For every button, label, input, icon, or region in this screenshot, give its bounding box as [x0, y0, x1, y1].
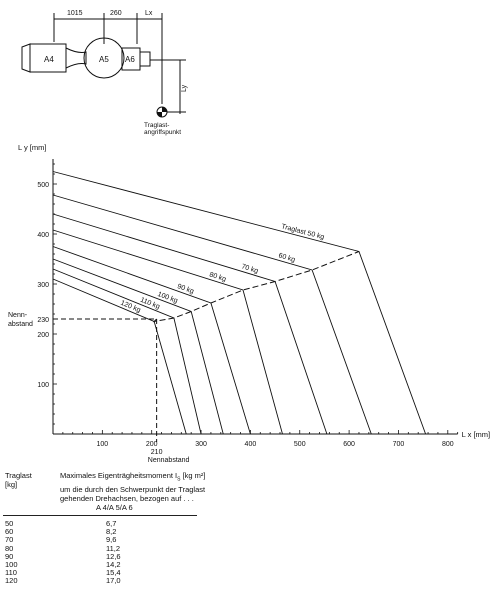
- nominal-y-label: 230: [37, 317, 49, 324]
- header-moment-line-4: A 4/A 5/A 6: [96, 502, 133, 512]
- header-moment-line-2: um die durch den Schwerpunkt der Traglas…: [60, 484, 206, 494]
- dim-ly: Ly: [181, 84, 188, 92]
- row-moment: 14,2: [106, 560, 121, 569]
- x-tick-label: 100: [97, 441, 109, 448]
- row-moment: 11,2: [106, 543, 121, 553]
- nominal-x-label: 210: [151, 449, 163, 456]
- y-tick-label: 300: [37, 282, 49, 289]
- load-curve-2: [52, 213, 328, 435]
- row-load: 50: [5, 519, 14, 528]
- y-tick-label: 500: [37, 182, 49, 189]
- y-tick-label: 200: [37, 332, 49, 339]
- nominal-y-caption-2: abstand: [8, 321, 33, 328]
- load-curve-6: [52, 268, 202, 435]
- header-moment-unit: [kg m²]: [180, 471, 206, 480]
- y-tick-label: 400: [37, 232, 49, 239]
- header-moment-sub: S: [177, 476, 181, 483]
- y-axis-label: L y [mm]: [18, 143, 46, 152]
- header-moment-line-3: gehenden Drehachsen, bezogen auf . . .: [60, 493, 194, 503]
- row-load: 60: [5, 527, 14, 537]
- load-curve-label-1: 60 kg: [278, 252, 296, 264]
- dim-lx: Lx: [145, 10, 153, 17]
- nominal-x-caption: Nennabstand: [148, 457, 190, 464]
- label-a5: A5: [99, 55, 109, 64]
- dim-a5: 260: [110, 10, 122, 17]
- load-curve-label-3: 80 kg: [208, 271, 227, 283]
- row-moment: 8,2: [106, 527, 117, 537]
- wrist-sketch: 1015 260 Lx A4 A5 A6 Ly Traglast- angrif…: [21, 10, 188, 136]
- x-tick-label: 400: [245, 441, 257, 448]
- header-moment-title: Maximales Eigenträgheitsmoment I: [60, 471, 178, 480]
- x-tick-label: 200: [146, 441, 158, 448]
- row-load: 100: [5, 560, 18, 569]
- caption-load-point-2: angriffspunkt: [144, 129, 181, 136]
- load-curve-1: [52, 194, 372, 435]
- row-load: 110: [5, 568, 17, 578]
- caption-load-point-1: Traglast-: [144, 122, 169, 129]
- label-a4: A4: [44, 55, 54, 64]
- load-curve-4: [52, 246, 251, 435]
- row-load: 70: [5, 535, 14, 545]
- load-curve-label-7: 120 kg: [119, 300, 141, 315]
- load-curve-5: [52, 258, 224, 435]
- load-curve-label-2: 70 kg: [240, 263, 259, 275]
- label-a6: A6: [125, 55, 135, 64]
- y-tick-label: 100: [37, 382, 49, 389]
- load-curve-0: [52, 171, 427, 435]
- table-header-load: Traglast [kg]: [5, 471, 32, 489]
- table-header-moment: Maximales Eigenträgheitsmoment IS [kg m²…: [60, 471, 240, 512]
- row-moment: 17,0: [106, 576, 121, 586]
- row-moment: 6,7: [106, 519, 117, 528]
- header-load-line-1: Traglast: [5, 471, 32, 480]
- load-curve-3: [52, 229, 283, 435]
- row-moment: 12,6: [106, 551, 121, 561]
- x-tick-label: 600: [343, 441, 355, 448]
- header-moment-line-1: Maximales Eigenträgheitsmoment IS [kg m²…: [60, 471, 240, 485]
- load-curve-7: [52, 278, 187, 435]
- row-load: 80: [5, 543, 14, 553]
- x-axis-label: L x [mm]: [462, 430, 490, 439]
- x-tick-label: 800: [442, 441, 454, 448]
- nominal-y-caption-1: Nenn-: [8, 312, 28, 319]
- row-moment: 9,6: [106, 535, 117, 545]
- row-load: 90: [5, 551, 14, 561]
- x-tick-label: 300: [195, 441, 207, 448]
- dim-a4: 1015: [67, 10, 83, 17]
- row-moment: 15,4: [106, 568, 121, 578]
- row-load: 120: [5, 576, 18, 586]
- x-tick-label: 500: [294, 441, 306, 448]
- header-load-line-2: [kg]: [5, 480, 18, 489]
- x-tick-label: 700: [393, 441, 405, 448]
- table-rule: [3, 515, 197, 516]
